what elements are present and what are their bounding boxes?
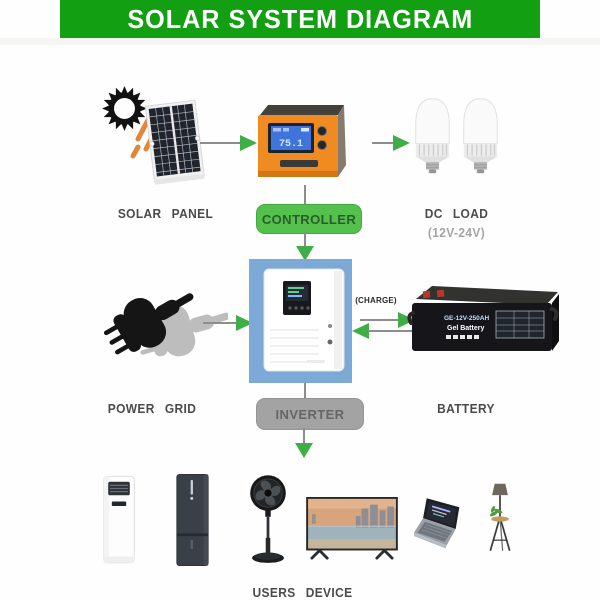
page-title: SOLAR SYSTEM DIAGRAM xyxy=(127,3,473,34)
solar-panel-label: SOLAR PANEL xyxy=(117,206,214,221)
air-conditioner-icon xyxy=(103,475,135,564)
sun-icon xyxy=(102,86,147,131)
arrowhead-grid-inverter xyxy=(236,315,253,331)
battery-model-text: GE-12V-250AH xyxy=(444,315,489,322)
line-pill-inverter xyxy=(304,232,306,246)
controller-screen-value: 75.1 xyxy=(279,139,303,150)
line-battery-inverter xyxy=(368,330,414,332)
power-grid-label: POWER GRID xyxy=(107,401,197,416)
header-banner: SOLAR SYSTEM DIAGRAM xyxy=(60,0,540,38)
battery-type-text: Gel Battery xyxy=(447,325,484,332)
line-panel-controller xyxy=(200,142,241,144)
television-icon xyxy=(306,497,398,560)
plant-stand-icon xyxy=(489,483,511,552)
dc-load-label: DC LOAD xyxy=(424,206,489,221)
charge-controller-icon: 75.1 xyxy=(258,105,346,177)
users-device-label: USERS DEVICE xyxy=(252,585,353,600)
header-underline xyxy=(0,38,600,45)
controller-badge: CONTROLLER xyxy=(256,204,362,234)
charge-label: (CHARGE) xyxy=(355,296,397,305)
line-grid-inverter xyxy=(203,322,237,324)
line-controller-pill xyxy=(304,185,306,204)
solar-panel-icon xyxy=(144,99,205,185)
laptop-icon xyxy=(414,498,460,549)
arrowhead-battery-inverter xyxy=(352,323,369,339)
battery-icon: GE-12V-250AH Gel Battery xyxy=(407,286,559,351)
line-inverterbox-pill xyxy=(304,383,306,398)
dc-load-voltage-label: (12V-24V) xyxy=(427,225,486,240)
refrigerator-icon xyxy=(176,473,209,567)
led-bulb-icon xyxy=(415,98,450,174)
inverter-badge-label: INVERTER xyxy=(275,406,345,422)
line-controller-dcload xyxy=(372,142,394,144)
arrowhead-controller-inverter xyxy=(296,246,314,261)
arrowhead-controller-dcload xyxy=(393,135,410,151)
line-inverter-battery xyxy=(360,319,399,321)
power-plug-icon xyxy=(103,283,228,371)
arrowhead-panel-controller xyxy=(240,135,257,151)
led-bulb-icon xyxy=(463,98,498,174)
arrowhead-inverter-devices xyxy=(295,443,313,458)
inverter-badge: INVERTER xyxy=(256,398,364,430)
pedestal-fan-icon xyxy=(250,475,286,563)
controller-badge-label: CONTROLLER xyxy=(261,211,357,227)
inverter-icon xyxy=(263,268,345,372)
line-inverter-devices xyxy=(303,428,305,443)
battery-label: BATTERY xyxy=(437,401,495,416)
